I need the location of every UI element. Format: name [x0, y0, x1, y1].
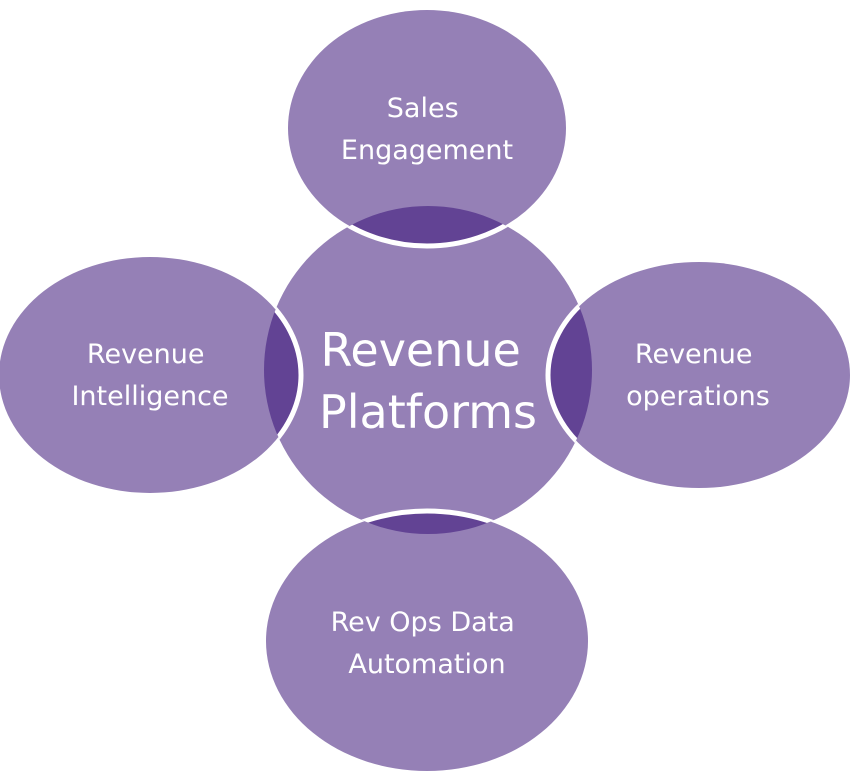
- satellite-label-bottom: Rev Ops Data Automation: [331, 607, 524, 680]
- satellite-label-left: Revenue Intelligence: [71, 339, 228, 412]
- satellite-ellipse-top: [288, 10, 566, 246]
- satellite-ellipse-right: [548, 262, 850, 488]
- center-label: Revenue Platforms: [319, 323, 537, 439]
- satellite-label-top: Sales Engagement: [341, 93, 513, 166]
- overlap-right: [545, 259, 592, 491]
- overlap-top: [285, 206, 569, 249]
- satellite-label-right: Revenue operations: [626, 339, 770, 412]
- satellite-ellipse-left: [0, 257, 301, 493]
- overlap-bottom: [264, 508, 591, 534]
- center-circle: [264, 206, 592, 534]
- overlap-left: [264, 254, 304, 496]
- satellite-ellipse-bottom: [266, 511, 588, 771]
